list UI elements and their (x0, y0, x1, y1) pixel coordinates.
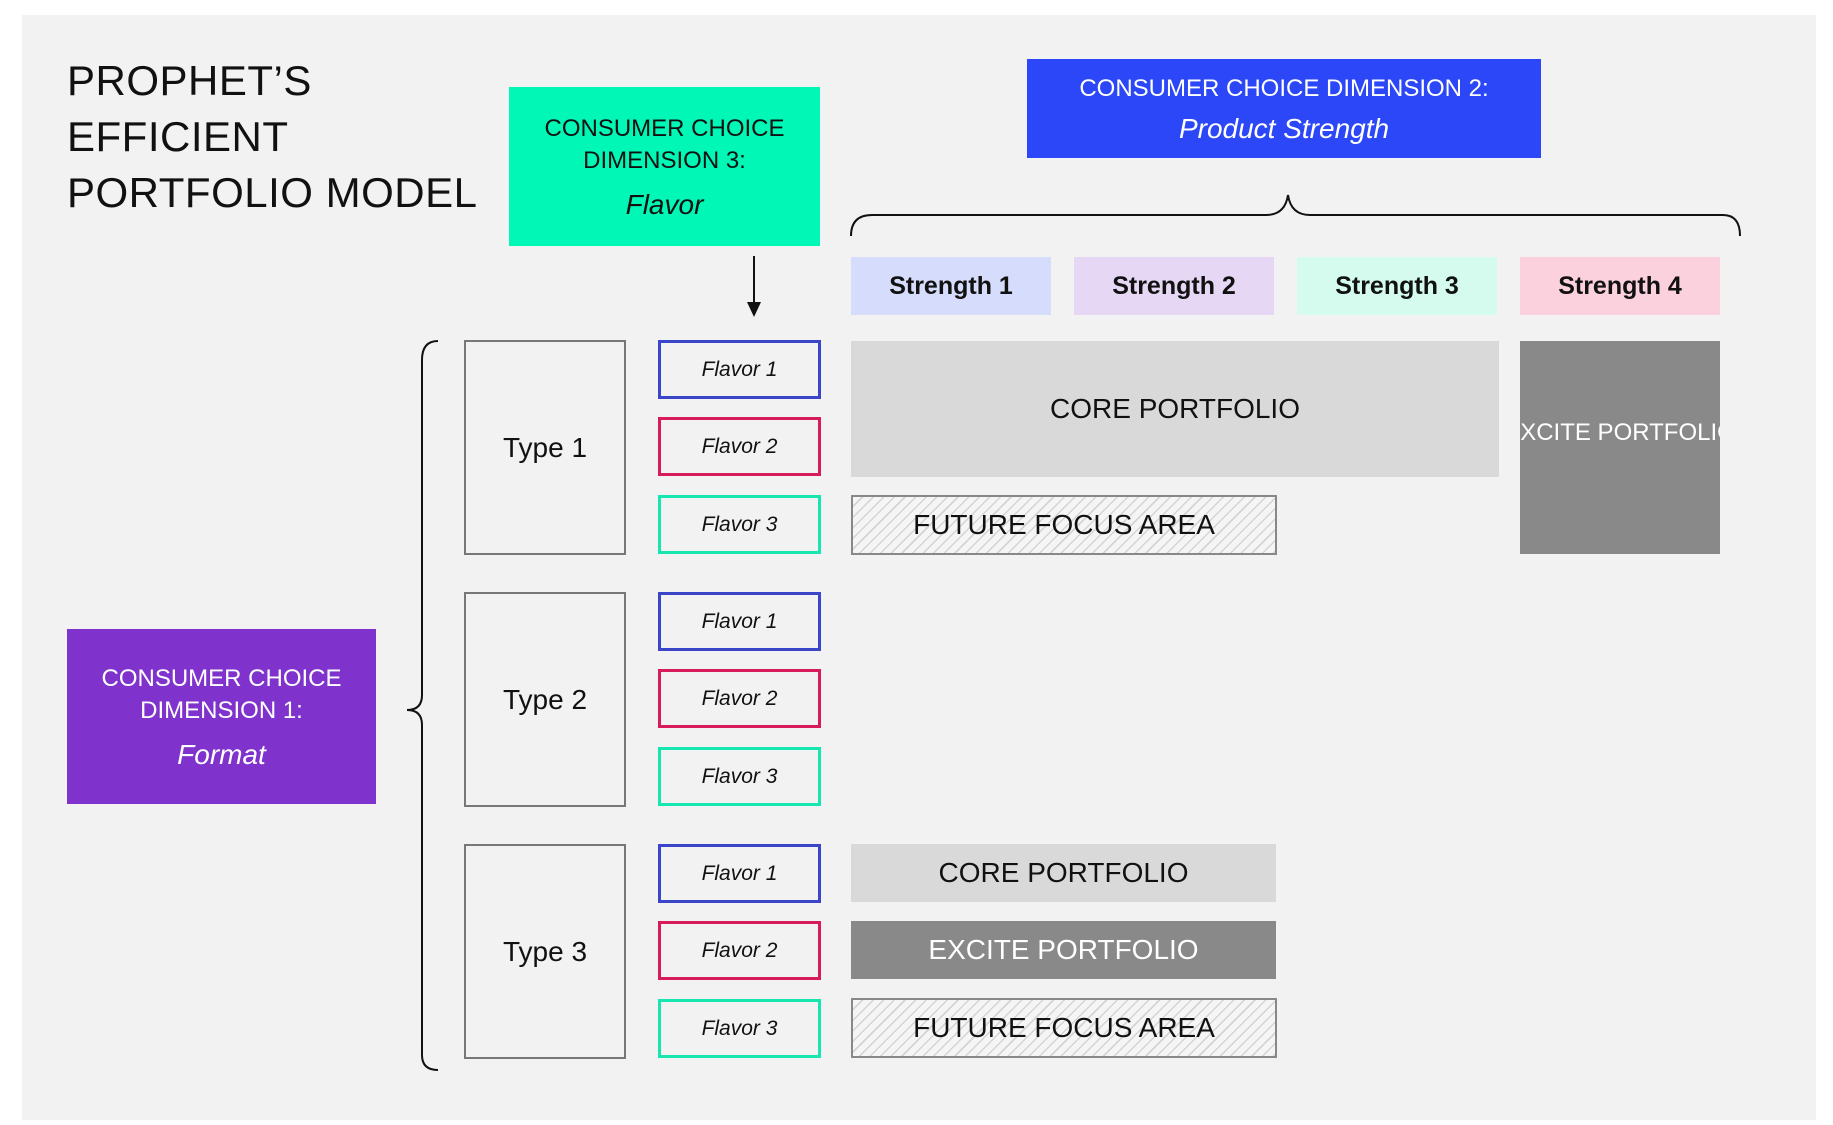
excite-portfolio-label: EXCITE PORTFOLIO (1520, 418, 1720, 446)
down-arrow-head (747, 302, 761, 317)
strength-header-3: Strength 3 (1297, 257, 1497, 315)
page-title: PROPHET’S EFFICIENT PORTFOLIO MODEL (67, 53, 477, 221)
flavor-label: Flavor 1 (701, 861, 778, 885)
type-1-label: Type 1 (502, 431, 588, 463)
title-line-1: PROPHET’S (67, 57, 312, 104)
flavor-label: Flavor 1 (701, 357, 778, 381)
future-focus-area-label: FUTURE FOCUS AREA (913, 509, 1215, 540)
strength-3-label: Strength 3 (1335, 271, 1459, 300)
dimension-3-label-line-2: DIMENSION 3: (583, 146, 746, 174)
flavor-label: Flavor 3 (701, 764, 778, 788)
flavor-label: Flavor 2 (701, 686, 778, 710)
dimension-3-box: CONSUMER CHOICE DIMENSION 3: Flavor (509, 87, 820, 246)
type-2-label: Type 2 (502, 683, 588, 715)
dimension-1-label-line-2: DIMENSION 1: (140, 696, 303, 724)
title-line-2: EFFICIENT (67, 113, 289, 160)
strength-header-1: Strength 1 (851, 257, 1051, 315)
slide-background: PROPHET’S EFFICIENT PORTFOLIO MODEL CONS… (22, 15, 1816, 1120)
flavor-label: Flavor 3 (701, 512, 778, 536)
strength-1-label: Strength 1 (889, 271, 1013, 300)
type-2-flavor-2: Flavor 2 (658, 669, 821, 728)
strength-4-label: Strength 4 (1558, 271, 1682, 300)
dimension-2-box: CONSUMER CHOICE DIMENSION 2: Product Str… (1027, 59, 1541, 158)
flavor-label: Flavor 3 (701, 1016, 778, 1040)
type-2-flavor-1: Flavor 1 (658, 592, 821, 651)
title-line-3: PORTFOLIO MODEL (67, 169, 478, 216)
strength-2-label: Strength 2 (1112, 271, 1236, 300)
future-focus-area-label: FUTURE FOCUS AREA (913, 1012, 1215, 1043)
type-1-core-portfolio: CORE PORTFOLIO (851, 341, 1499, 477)
type-1-flavor-3: Flavor 3 (658, 495, 821, 554)
type-3-core-portfolio: CORE PORTFOLIO (851, 844, 1276, 902)
type-3-future-focus-area: FUTURE FOCUS AREA (851, 998, 1277, 1058)
connector-lines (406, 194, 1741, 1071)
dimension-1-name: Format (177, 738, 266, 770)
left-brace (406, 340, 439, 1071)
dimension-1-box: CONSUMER CHOICE DIMENSION 1: Format (67, 629, 376, 804)
type-1-flavor-2: Flavor 2 (658, 417, 821, 476)
dimension-3-label-line-1: CONSUMER CHOICE (544, 114, 785, 142)
type-3-flavor-1: Flavor 1 (658, 844, 821, 903)
type-3-label: Type 3 (502, 935, 588, 967)
flavor-label: Flavor 2 (701, 434, 778, 458)
type-3-excite-portfolio: EXCITE PORTFOLIO (851, 921, 1276, 979)
excite-portfolio-label: EXCITE PORTFOLIO (928, 934, 1199, 965)
flavor-label: Flavor 1 (701, 609, 778, 633)
type-1-future-focus-area: FUTURE FOCUS AREA (851, 495, 1277, 555)
type-3-flavor-3: Flavor 3 (658, 999, 821, 1058)
type-1-excite-portfolio: EXCITE PORTFOLIO (1520, 341, 1720, 554)
dimension-2-label: CONSUMER CHOICE DIMENSION 2: (1079, 74, 1489, 102)
type-3-box: Type 3 (464, 844, 626, 1059)
type-2-box: Type 2 (464, 592, 626, 807)
type-1-flavor-1: Flavor 1 (658, 340, 821, 399)
strength-header-4: Strength 4 (1520, 257, 1720, 315)
top-brace (850, 194, 1741, 237)
core-portfolio-label: CORE PORTFOLIO (1050, 393, 1300, 424)
type-3-flavor-2: Flavor 2 (658, 921, 821, 980)
type-1-box: Type 1 (464, 340, 626, 555)
core-portfolio-label: CORE PORTFOLIO (938, 857, 1189, 888)
dimension-2-name: Product Strength (1178, 112, 1390, 144)
strength-header-2: Strength 2 (1074, 257, 1274, 315)
dimension-3-name: Flavor (625, 188, 704, 220)
dimension-1-label-line-1: CONSUMER CHOICE (101, 664, 342, 692)
flavor-label: Flavor 2 (701, 938, 778, 962)
type-2-flavor-3: Flavor 3 (658, 747, 821, 806)
